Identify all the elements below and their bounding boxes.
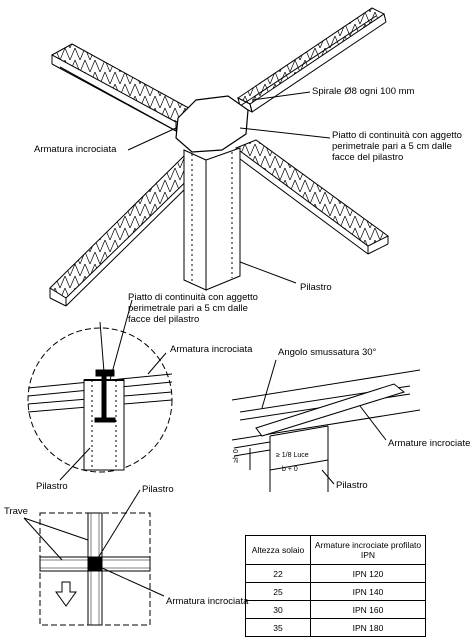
- label-plate-top-line1: Piatto di continuità con aggetto: [332, 130, 462, 141]
- circle-detail: [27, 327, 173, 473]
- table-cell: 30: [245, 600, 311, 619]
- arrow-down-icon: [55, 581, 77, 607]
- table-header-row: Altezza solaio Armature incrociate profi…: [245, 535, 426, 565]
- label-column-circle: Pilastro: [36, 481, 68, 492]
- table-cell: IPN 140: [310, 582, 426, 601]
- table-cell: 25: [245, 582, 311, 601]
- label-cross-reinforcement-top: Armatura incrociata: [34, 144, 117, 155]
- label-column-right: Pilastro: [336, 480, 368, 491]
- reinforcement-table: Altezza solaio Armature incrociate profi…: [245, 535, 426, 637]
- label-spiral: Spirale Ø8 ogni 100 mm: [312, 86, 415, 97]
- label-column-top: Pilastro: [300, 282, 332, 293]
- label-column-plan: Pilastro: [142, 484, 174, 495]
- column: [183, 147, 241, 291]
- label-cross-reinforcement-plan: Armatura incrociata: [166, 596, 249, 607]
- table-row: 35 IPN 180: [245, 618, 426, 637]
- label-plate-mid-line1: Piatto di continuità con aggetto: [128, 292, 258, 303]
- table-cell: IPN 160: [310, 600, 426, 619]
- label-plate-mid-line2: perimetrale pari a 5 cm dalle: [128, 303, 248, 314]
- table-cell: 35: [245, 618, 311, 637]
- arm-lower-left: [49, 153, 205, 307]
- arm-lower-right: [234, 139, 389, 255]
- label-beam: Trave: [4, 506, 28, 517]
- table-header: Armature incrociate profilato IPN: [310, 535, 426, 565]
- plan-view: [39, 512, 151, 626]
- table-row: 30 IPN 160: [245, 600, 426, 619]
- label-plate-top-line3: facce del pilastro: [332, 152, 404, 163]
- table-row: 22 IPN 120: [245, 564, 426, 583]
- label-dimension-b: b + 0: [282, 466, 298, 473]
- table-cell: IPN 180: [310, 618, 426, 637]
- label-dimension-span: ≥ 1/8 Luce: [276, 452, 309, 459]
- table-header: Altezza solaio: [245, 535, 311, 565]
- table-cell: 22: [245, 564, 311, 583]
- label-plate-mid-line3: facce del pilastro: [128, 314, 200, 325]
- arm-upper-left: [50, 43, 198, 134]
- isometric-column-view: [49, 7, 389, 307]
- continuity-plate: [175, 95, 249, 153]
- label-dimension-h: ≥h 0: [232, 449, 240, 463]
- label-chamfer-angle: Angolo smussatura 30°: [278, 347, 377, 358]
- table-row: 25 IPN 140: [245, 582, 426, 601]
- label-cross-reinforcement-mid: Armatura incrociata: [170, 344, 253, 355]
- side-detail: [231, 369, 421, 492]
- label-cross-reinforcements-right: Armature incrociate: [388, 438, 471, 449]
- table-cell: IPN 120: [310, 564, 426, 583]
- label-plate-top-line2: perimetrale pari a 5 cm dalle: [332, 141, 452, 152]
